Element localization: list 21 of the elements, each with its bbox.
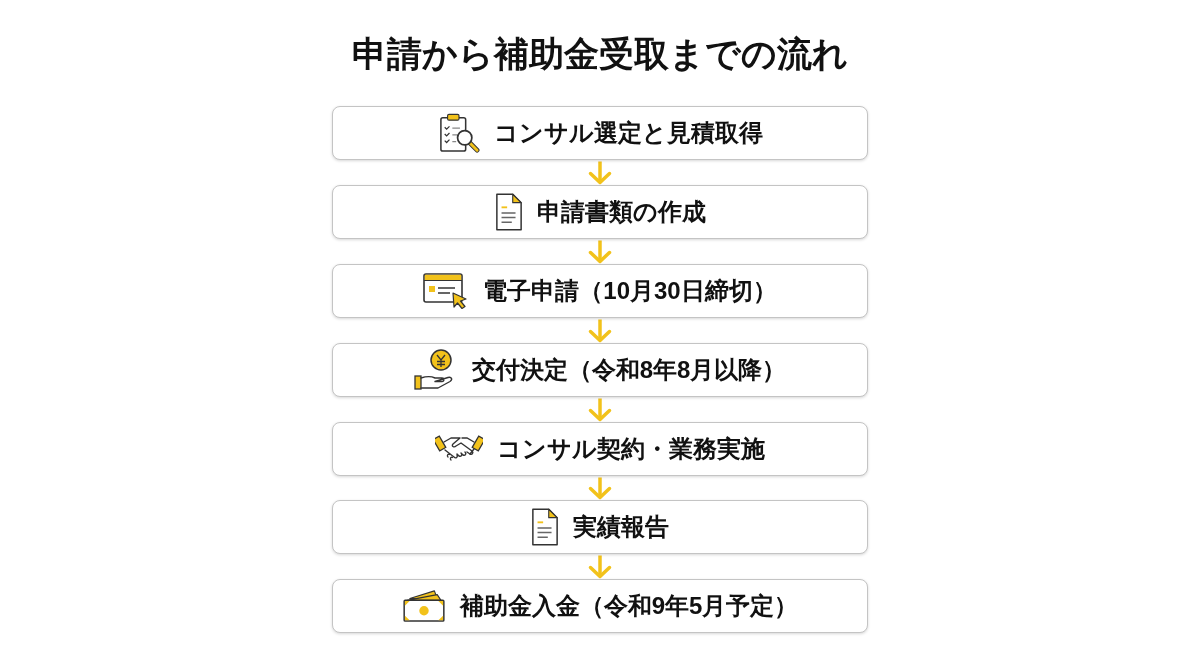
- arrow: [588, 240, 612, 264]
- process-box: [332, 579, 868, 633]
- arrow: [588, 319, 612, 343]
- step-label: 電子申請（10月30日締切）: [483, 276, 777, 306]
- step-label: 交付決定（令和8年8月以降）: [471, 355, 787, 385]
- title: 申請から補助金受取までの流れ: [352, 33, 848, 75]
- process-box: [332, 500, 868, 554]
- process-box: [332, 185, 868, 239]
- arrow: [588, 555, 612, 579]
- step-label: 補助金入金（令和9年5月予定）: [459, 591, 799, 621]
- arrow: [588, 398, 612, 422]
- step-label: コンサル選定と見積取得: [493, 118, 763, 148]
- step-label: 実績報告: [573, 512, 669, 542]
- process-box: [332, 422, 868, 476]
- arrow: [588, 477, 612, 500]
- step-label: 申請書類の作成: [536, 197, 706, 227]
- process-box: [332, 106, 868, 160]
- process-box: [332, 264, 868, 318]
- process-box: [332, 343, 868, 397]
- step-label: コンサル契約・業務実施: [497, 434, 765, 464]
- arrow: [588, 161, 612, 185]
